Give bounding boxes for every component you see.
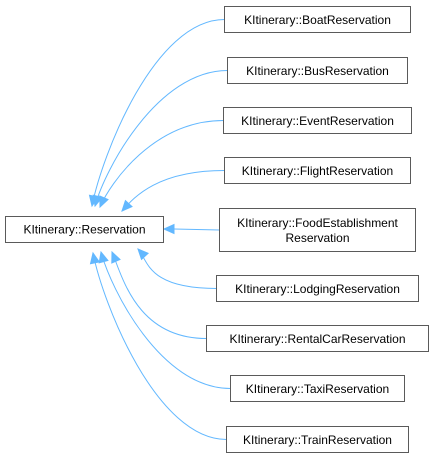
inheritance-edge-boat xyxy=(91,19,225,207)
class-nodes: KItinerary::Reservation KItinerary::Boat… xyxy=(5,6,429,453)
derived-class-node-lodging[interactable]: KItinerary::LodgingReservation xyxy=(216,275,419,302)
inheritance-edge-train xyxy=(92,252,227,440)
derived-class-node-flight[interactable]: KItinerary::FlightReservation xyxy=(224,157,411,184)
inheritance-edge-taxi xyxy=(100,251,231,389)
inheritance-arrowhead-lodging xyxy=(137,248,150,261)
inheritance-edge-bus xyxy=(94,70,228,207)
derived-class-node-boat[interactable]: KItinerary::BoatReservation xyxy=(224,6,411,33)
inheritance-arrowhead-event xyxy=(99,195,109,209)
derived-class-label: KItinerary::EventReservation xyxy=(241,114,394,128)
inheritance-edge-rental-car xyxy=(111,251,207,339)
derived-class-node-taxi[interactable]: KItinerary::TaxiReservation xyxy=(230,375,405,402)
inheritance-edge-event xyxy=(99,120,224,208)
derived-class-label: KItinerary::FlightReservation xyxy=(242,164,393,178)
inheritance-arrowhead-taxi xyxy=(98,250,109,264)
inheritance-edge-flight xyxy=(121,170,225,212)
base-class-node[interactable]: KItinerary::Reservation xyxy=(5,216,164,243)
derived-class-node-rental-car[interactable]: KItinerary::RentalCarReservation xyxy=(206,325,429,352)
derived-class-label: Reservation xyxy=(285,231,349,245)
derived-class-node-train[interactable]: KItinerary::TrainReservation xyxy=(226,426,409,453)
inheritance-arrowhead-food-establishment xyxy=(162,223,175,235)
base-class-label: KItinerary::Reservation xyxy=(23,223,145,237)
derived-class-label: KItinerary::FoodEstablishment xyxy=(237,216,398,230)
derived-class-node-bus[interactable]: KItinerary::BusReservation xyxy=(227,57,408,84)
derived-class-label: KItinerary::BoatReservation xyxy=(244,13,391,27)
derived-class-label: KItinerary::LodgingReservation xyxy=(235,282,400,296)
inheritance-arrowhead-train xyxy=(89,251,101,265)
derived-class-label: KItinerary::TaxiReservation xyxy=(246,382,389,396)
inheritance-arrowhead-rental-car xyxy=(111,250,121,264)
derived-class-label: KItinerary::BusReservation xyxy=(246,64,389,78)
inheritance-edge-food-establishment xyxy=(173,228,220,231)
derived-class-node-event[interactable]: KItinerary::EventReservation xyxy=(223,107,412,134)
inheritance-edges xyxy=(88,19,231,440)
derived-class-label: KItinerary::RentalCarReservation xyxy=(229,332,405,346)
inheritance-arrowhead-flight xyxy=(121,199,133,212)
derived-class-label: KItinerary::TrainReservation xyxy=(243,433,392,447)
inheritance-edge-lodging xyxy=(137,248,217,289)
